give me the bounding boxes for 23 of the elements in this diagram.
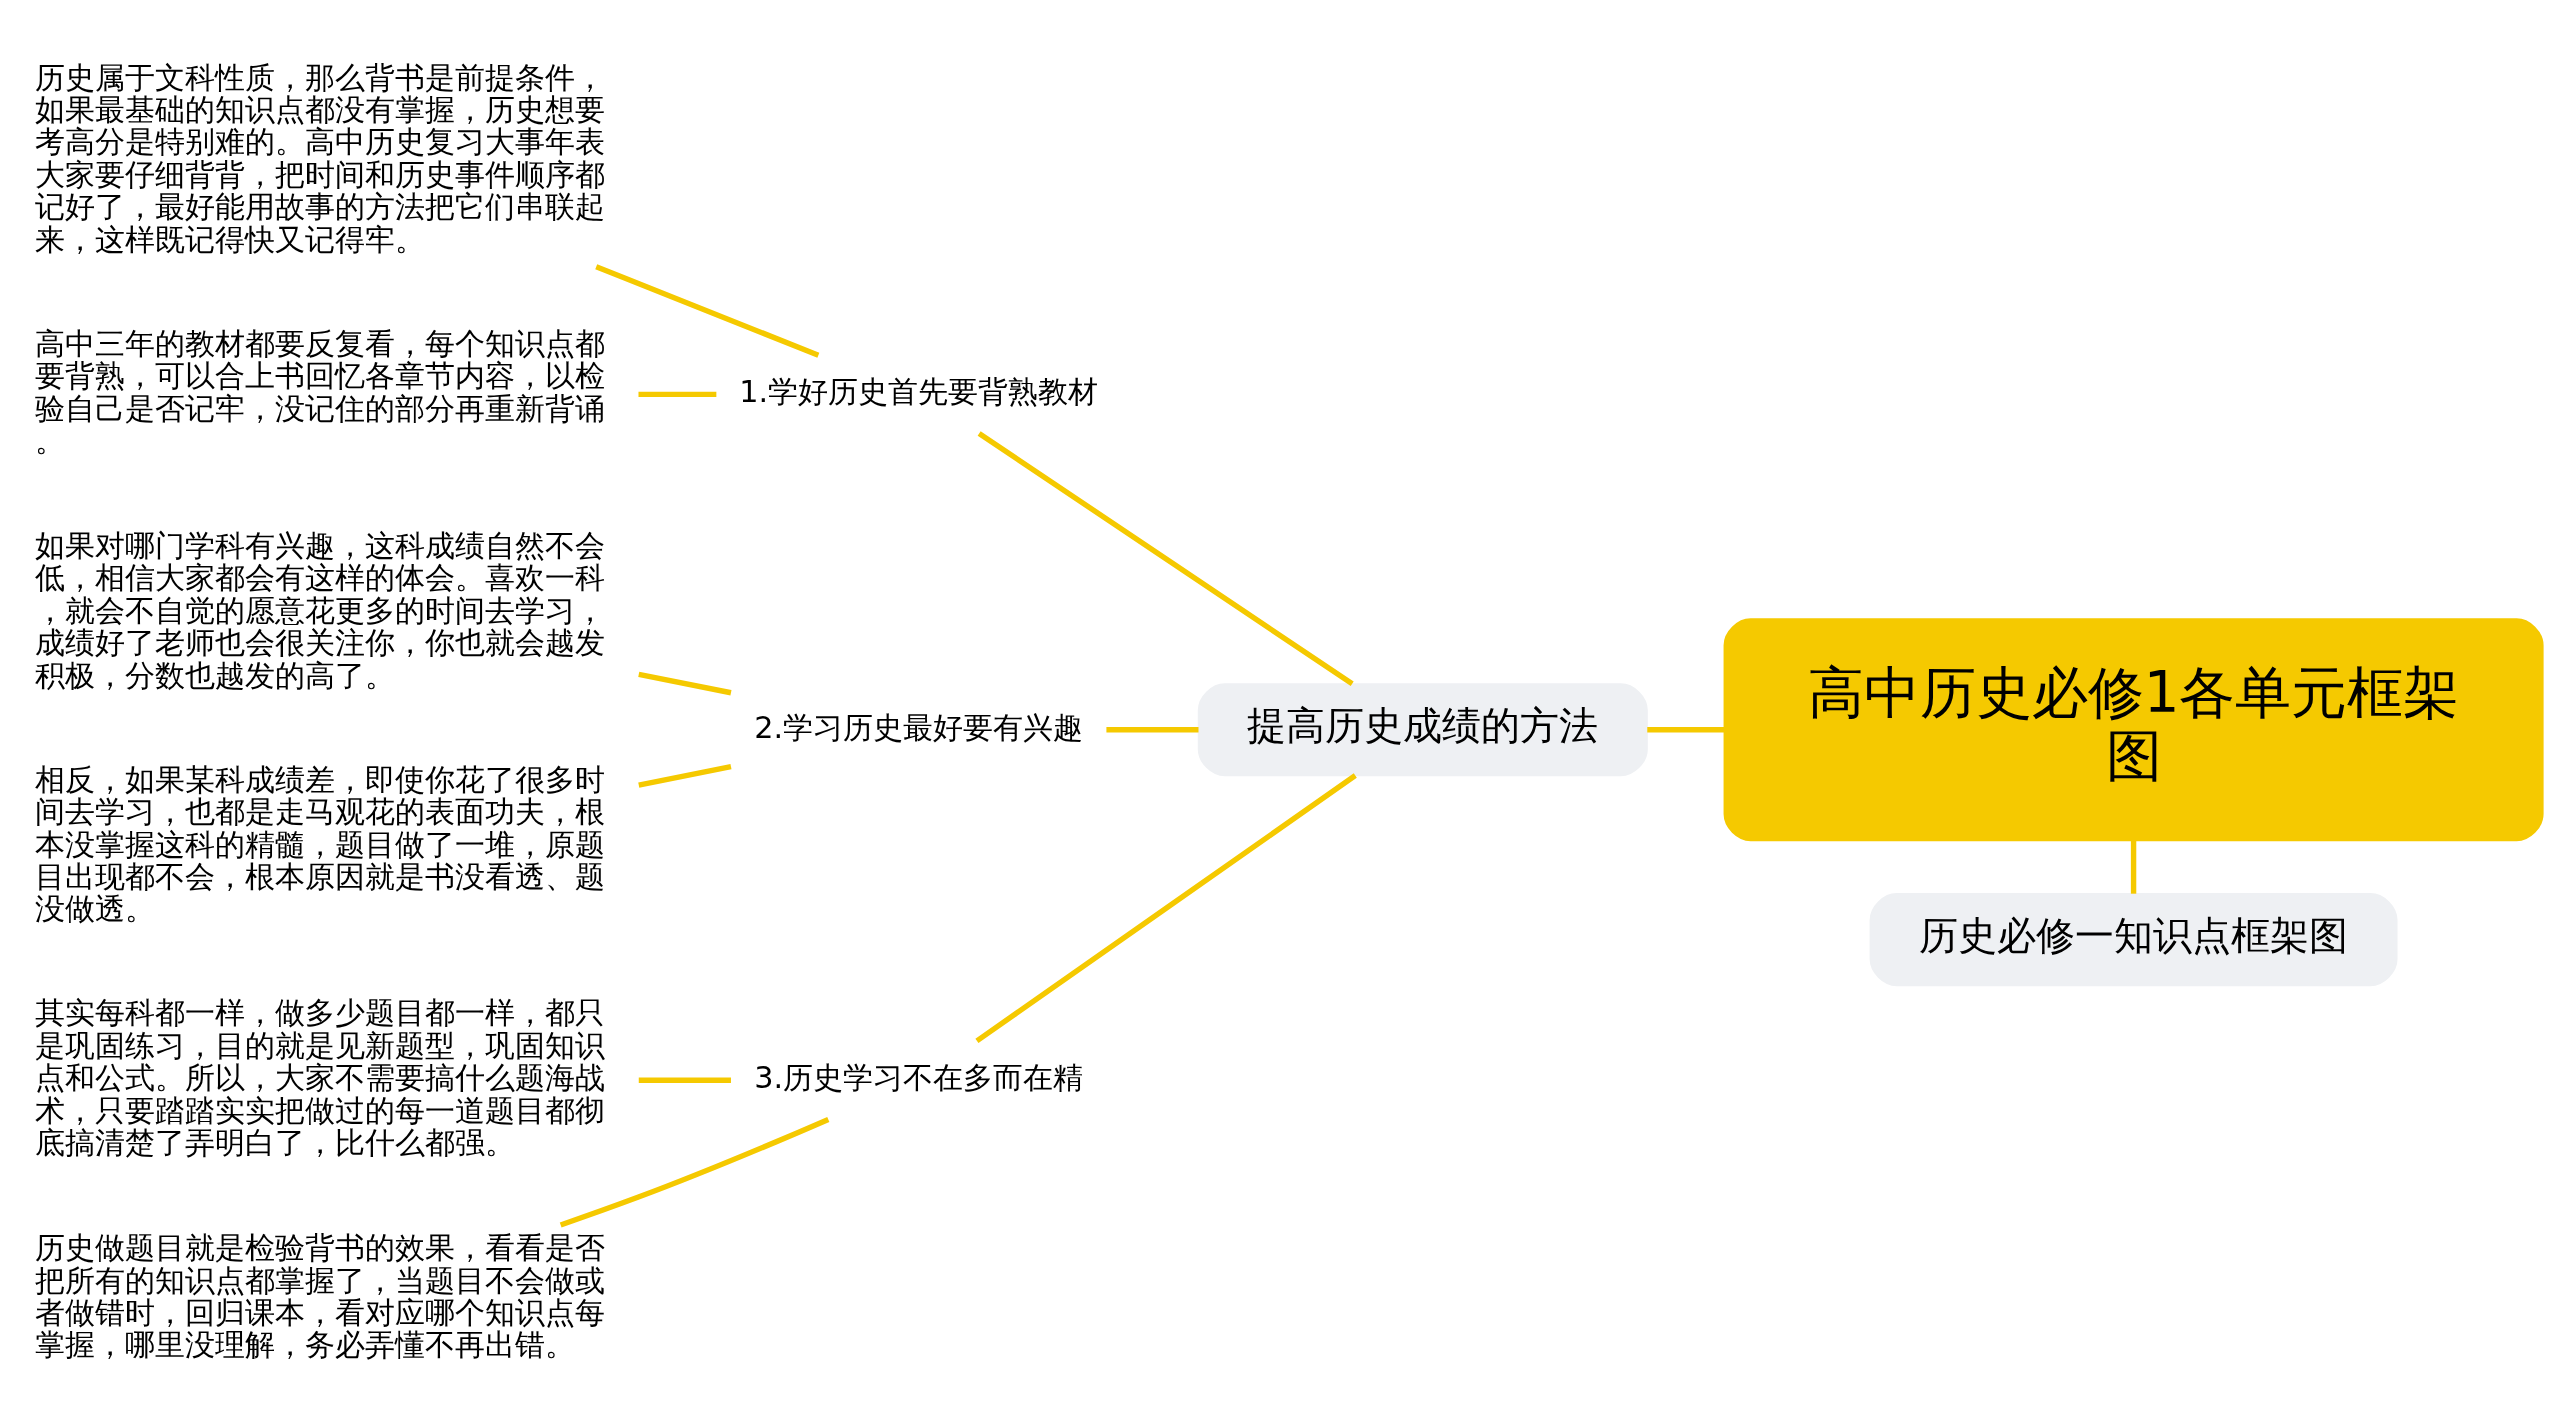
connector [975, 773, 1357, 1044]
node-text: 3.历史学习不在多而在精 [754, 1060, 1084, 1096]
node-text: 高中三年的教材都要反复看，每个知识点都要背熟，可以合上书回忆各章节内容，以检验自己是否记牢，没记住的部分再重新背诵。 [34, 325, 605, 459]
connector [559, 1116, 830, 1228]
connector [638, 764, 732, 788]
node-box: 高中历史必修1各单元框架图 [1723, 618, 2544, 842]
node-box: 提高历史成绩的方法 [1197, 683, 1648, 777]
connector [977, 431, 1354, 687]
node-text: 历史属于文科性质，那么背书是前提条件，如果最基础的知识点都没有掌握，历史想要考高分是特别难的。高中历史复习大事年表大家要仔细背背，把时间和历史事件顺序都记好了，最好能用故事的方法把它们串联起来，这样既记得快又记得牢。 [34, 59, 605, 257]
connector [1106, 727, 1199, 733]
node-text: 如果对哪门学科有兴趣，这科成绩自然不会低，相信大家都会有这样的体会。喜欢一科，就会不自觉的愿意花更多的时间去学习，成绩好了老师也会很关注你，你也就会越发积极，分数也越发的高了。 [34, 527, 605, 693]
node-text: 相反，如果某科成绩差，即使你花了很多时间去学习，也都是走马观花的表面功夫，根本没掌握这科的精髓，题目做了一堆，原题目出现都不会，根本原因就是书没看透、题没做透。 [34, 761, 605, 927]
node-text: 历史做题目就是检验背书的效果，看看是否把所有的知识点都掌握了，当题目不会做或者做错时，回归课本，看对应哪个知识点每掌握，哪里没理解，务必弄懂不再出错。 [34, 1230, 605, 1363]
connector [595, 264, 820, 358]
node-text: 1.学好历史首先要背熟教材 [739, 374, 1099, 410]
connector [638, 1077, 731, 1083]
node-text: 2.学习历史最好要有兴趣 [754, 709, 1084, 745]
node-box: 历史必修一知识点框架图 [1869, 893, 2398, 987]
connector [638, 671, 732, 696]
connector [2130, 840, 2137, 894]
connector [638, 391, 717, 398]
connector [1647, 727, 1725, 733]
node-text: 其实每科都一样，做多少题目都一样，都只是巩固练习，目的就是见新题型，巩固知识点和公式。所以，大家不需要搞什么题海战术，只要踏踏实实把做过的每一道题目都彻底搞清楚了弄明白了，比什么都强。 [34, 995, 605, 1161]
